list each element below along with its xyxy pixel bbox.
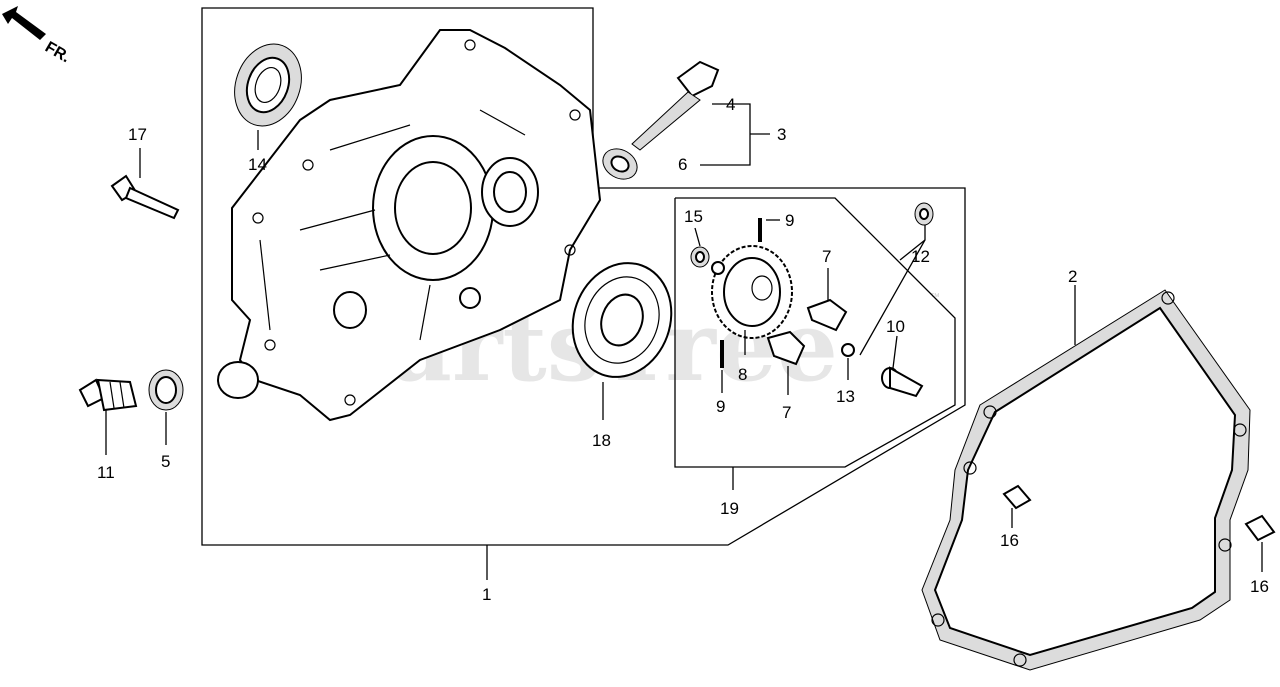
callout-7-upper: 7 — [822, 247, 831, 266]
governor-holder-part-upper — [806, 298, 848, 332]
callout-8: 8 — [738, 365, 747, 384]
case-cover-gasket-part — [921, 289, 1251, 671]
leader-lines — [105, 103, 1263, 580]
governor-gear-part — [711, 245, 793, 339]
direction-label: FR. — [42, 39, 73, 67]
callout-17: 17 — [128, 125, 147, 144]
drain-plug-part — [78, 378, 138, 412]
o-ring-part — [602, 148, 638, 180]
governor-holder-part-lower — [766, 330, 806, 366]
callout-18: 18 — [592, 431, 611, 450]
clip-part — [841, 343, 855, 357]
thrust-washer-part — [690, 246, 710, 268]
callout-6: 6 — [678, 155, 687, 174]
oil-seal-part — [234, 43, 302, 127]
callout-4: 4 — [726, 95, 735, 114]
callout-16-outer: 16 — [1250, 577, 1269, 596]
front-direction-arrow-icon — [2, 6, 46, 40]
callout-14: 14 — [248, 155, 267, 174]
sealing-washer-part — [148, 369, 184, 411]
callout-9-upper: 9 — [785, 211, 794, 230]
callout-11: 11 — [97, 463, 115, 482]
ball-bearing-part — [571, 262, 673, 378]
callout-13: 13 — [836, 387, 855, 406]
callout-1: 1 — [482, 585, 491, 604]
group-outline-19 — [674, 197, 956, 468]
callout-3: 3 — [777, 125, 786, 144]
callout-5: 5 — [161, 452, 170, 471]
governor-shaft-part — [881, 366, 924, 398]
callout-16-inner: 16 — [1000, 531, 1019, 550]
dowel-pin-part-outer — [1244, 514, 1276, 542]
callout-7-lower: 7 — [782, 403, 791, 422]
callout-19: 19 — [720, 499, 739, 518]
callout-2: 2 — [1068, 267, 1077, 286]
flange-bolt-part — [110, 174, 180, 220]
oil-level-gauge-part — [631, 60, 720, 151]
callout-10: 10 — [886, 317, 905, 336]
callout-9-lower: 9 — [716, 397, 725, 416]
callout-12: 12 — [911, 247, 930, 266]
callout-15: 15 — [684, 207, 703, 226]
group-outline-1 — [201, 7, 966, 546]
washer-part — [914, 202, 934, 226]
crankcase-cover-part — [217, 29, 602, 422]
dowel-pin-part-inner — [1002, 484, 1032, 510]
